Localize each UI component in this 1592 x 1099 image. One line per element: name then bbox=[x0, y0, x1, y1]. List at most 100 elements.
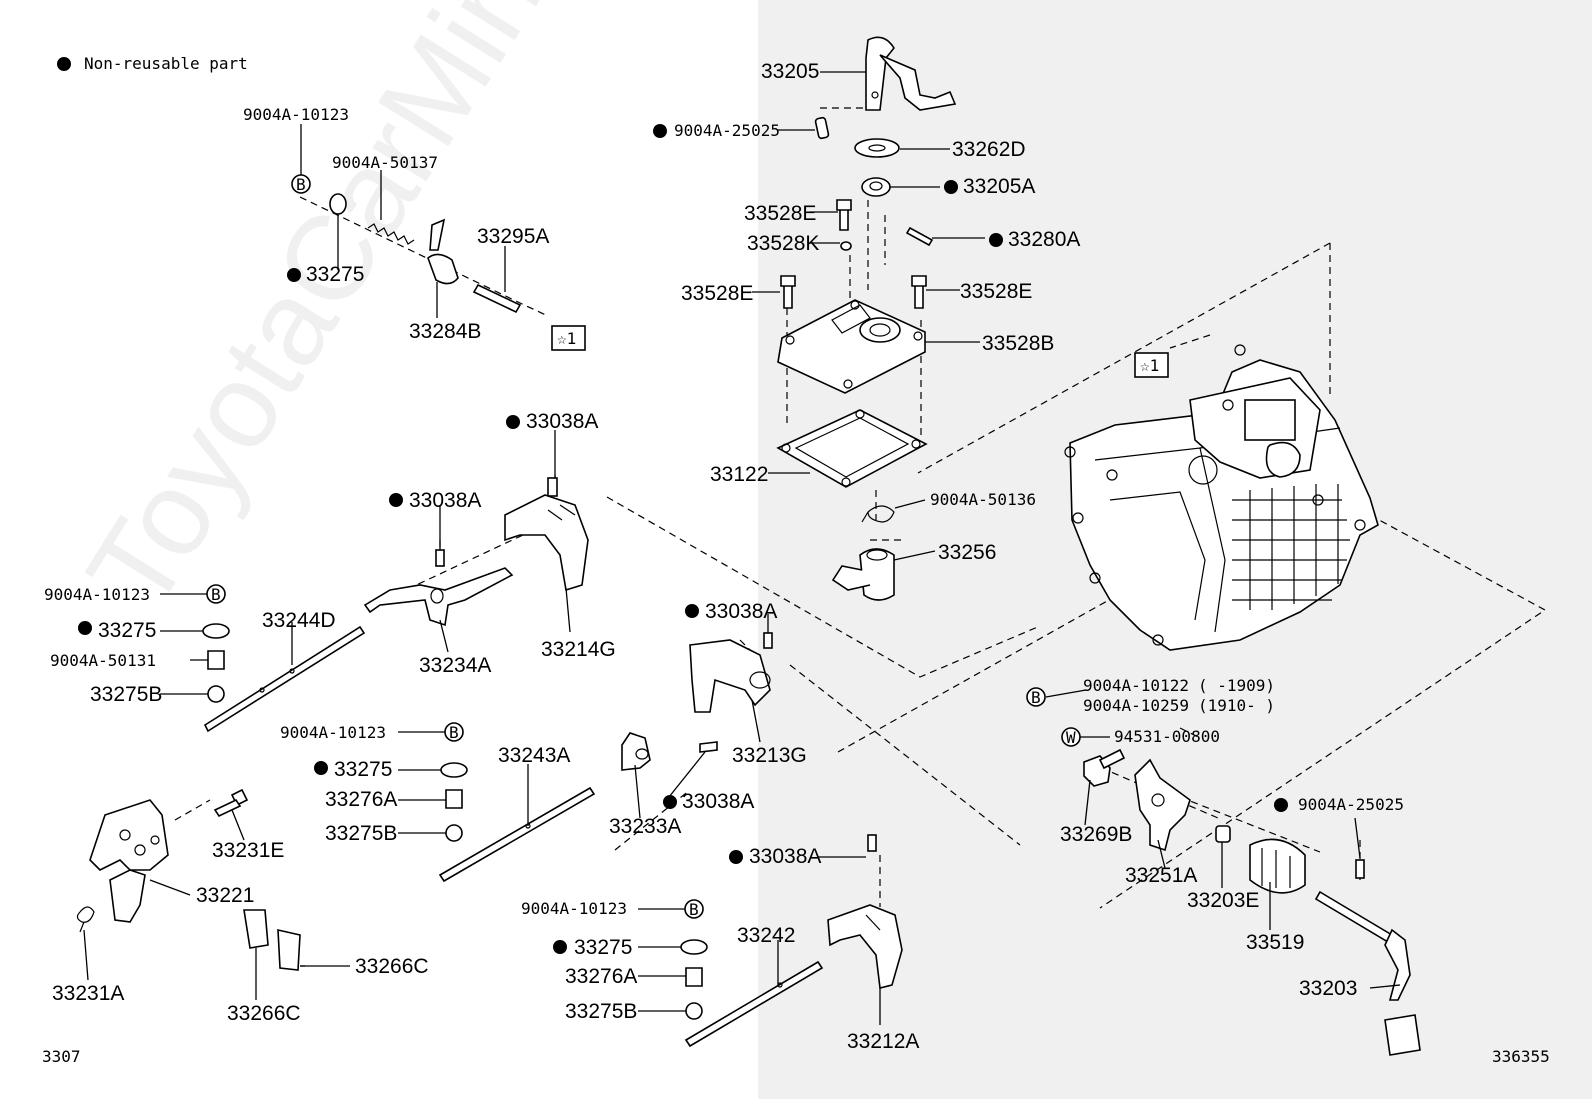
fork-33212A bbox=[827, 904, 903, 989]
reference-box-marker-2: ☆1 bbox=[551, 325, 586, 351]
label-33266C-right: 33266C bbox=[355, 955, 429, 978]
svg-text:W: W bbox=[1066, 728, 1076, 747]
label-33231A: 33231A bbox=[52, 982, 124, 1005]
label-33233A: 33233A bbox=[609, 815, 681, 838]
label-33214G: 33214G bbox=[541, 638, 616, 661]
footer-left-code: 3307 bbox=[42, 1047, 81, 1066]
plate-33266C-a bbox=[243, 909, 269, 949]
lever-33256 bbox=[831, 548, 895, 601]
pin-33038A-3 bbox=[763, 632, 773, 649]
svg-text:B: B bbox=[689, 900, 699, 919]
label-9004A-10123-top: 9004A-10123 bbox=[243, 105, 349, 124]
shift-lever-33203 bbox=[1314, 890, 1421, 1056]
seal-33275-left bbox=[202, 623, 230, 639]
non-reusable-bullet-icon bbox=[57, 57, 71, 71]
label-33262D: 33262D bbox=[952, 138, 1026, 161]
label-33038A-5: 33038A bbox=[749, 845, 821, 868]
pin-9004A-25025 bbox=[814, 116, 830, 140]
part-labels: 33205 9004A-25025 33262D 33205A 33528E 3… bbox=[44, 60, 1404, 1053]
pin-33038A-1 bbox=[547, 477, 558, 497]
fork-33213G bbox=[689, 639, 771, 713]
label-33242: 33242 bbox=[737, 924, 795, 947]
label-33275B-mid: 33275B bbox=[325, 822, 397, 845]
seal-33275-bottom bbox=[680, 939, 708, 955]
label-33275-mid: 33275 bbox=[334, 758, 392, 781]
label-9004A-10259: 9004A-10259 bbox=[1083, 696, 1189, 715]
svg-text:B: B bbox=[211, 585, 221, 604]
shift-rail-33243A bbox=[438, 786, 596, 883]
label-33269B: 33269B bbox=[1060, 823, 1132, 846]
label-33038A-3: 33038A bbox=[705, 600, 777, 623]
label-33266C-bottom: 33266C bbox=[227, 1002, 301, 1025]
shift-lever-housing-33205 bbox=[865, 36, 957, 111]
label-9004A-10123-mid: 9004A-10123 bbox=[280, 723, 386, 742]
label-33213G: 33213G bbox=[732, 744, 807, 767]
label-33251A: 33251A bbox=[1125, 864, 1197, 887]
footer-right-code: 336355 bbox=[1492, 1047, 1550, 1066]
label-33284B: 33284B bbox=[409, 320, 481, 343]
label-33038A-4: 33038A bbox=[682, 790, 754, 813]
label-33276A-bottom: 33276A bbox=[565, 965, 637, 988]
fork-head-33234A bbox=[363, 567, 514, 627]
label-33256: 33256 bbox=[938, 541, 996, 564]
spring-9004A-50137 bbox=[367, 223, 415, 245]
spring-33276A-bottom bbox=[685, 967, 703, 987]
label-33528K: 33528K bbox=[747, 232, 819, 255]
shift-rail-33244D bbox=[203, 625, 366, 733]
label-33205A: 33205A bbox=[963, 175, 1035, 198]
snap-ring-9004A-50136 bbox=[861, 505, 895, 523]
ball-33275B-left bbox=[207, 685, 225, 703]
lever-33221 bbox=[89, 799, 169, 923]
label-33038A-2: 33038A bbox=[409, 489, 481, 512]
cam-33284B bbox=[427, 218, 459, 285]
ball-seal-33275-top bbox=[329, 193, 347, 215]
bracket-33251A bbox=[1134, 758, 1191, 852]
bolt-33528E-left bbox=[780, 275, 796, 309]
label-9004A-50137: 9004A-50137 bbox=[332, 153, 438, 172]
label-9004A-50131: 9004A-50131 bbox=[50, 651, 156, 670]
boot-33519 bbox=[1249, 838, 1306, 894]
pin-33280A bbox=[905, 226, 934, 247]
svg-text:B: B bbox=[296, 175, 306, 194]
label-33244D: 33244D bbox=[262, 609, 336, 632]
oil-seal-33205A bbox=[861, 177, 891, 197]
svg-text:☆1: ☆1 bbox=[1140, 356, 1159, 375]
bolt-33528E-right bbox=[911, 275, 927, 309]
transmission-case bbox=[1064, 344, 1379, 651]
label-33231E: 33231E bbox=[212, 839, 284, 862]
label-33528E-top: 33528E bbox=[744, 202, 816, 225]
label-33212A: 33212A bbox=[847, 1030, 919, 1053]
ball-33275B-bottom bbox=[685, 1002, 703, 1020]
svg-text:☆1: ☆1 bbox=[557, 329, 576, 348]
label-9004A-10123-left: 9004A-10123 bbox=[44, 585, 150, 604]
legend-text: Non-reusable part bbox=[84, 54, 248, 73]
svg-text:B: B bbox=[1031, 688, 1041, 707]
label-33221: 33221 bbox=[196, 884, 254, 907]
washer-33528K bbox=[840, 241, 852, 251]
bolt-33231E bbox=[213, 788, 249, 818]
label-33280A: 33280A bbox=[1008, 228, 1080, 251]
label-33243A: 33243A bbox=[498, 744, 570, 767]
label-33528B: 33528B bbox=[982, 332, 1054, 355]
label-33275-left: 33275 bbox=[98, 619, 156, 642]
circle-b-icon-right bbox=[1026, 687, 1046, 707]
label-9004A-10259-range: (1910- ) bbox=[1198, 696, 1275, 715]
label-33122: 33122 bbox=[710, 463, 768, 486]
pin-33038A-2 bbox=[435, 549, 445, 567]
label-9004A-10123-bottom: 9004A-10123 bbox=[521, 899, 627, 918]
lever-33269B bbox=[1083, 748, 1126, 787]
reference-box-marker-1: ☆1 bbox=[1134, 352, 1169, 378]
label-33203E: 33203E bbox=[1187, 889, 1259, 912]
label-9004A-10122-range: ( -1909) bbox=[1198, 676, 1275, 695]
seal-33275-mid bbox=[440, 762, 468, 778]
label-33519: 33519 bbox=[1246, 931, 1304, 954]
label-33203: 33203 bbox=[1299, 977, 1357, 1000]
label-33234A: 33234A bbox=[419, 654, 491, 677]
shift-cover-33528B bbox=[777, 299, 926, 394]
label-33528E-right: 33528E bbox=[960, 280, 1032, 303]
label-9004A-25025-top: 9004A-25025 bbox=[674, 121, 780, 140]
fork-head-33233A bbox=[621, 732, 651, 771]
label-33295A: 33295A bbox=[477, 225, 549, 248]
